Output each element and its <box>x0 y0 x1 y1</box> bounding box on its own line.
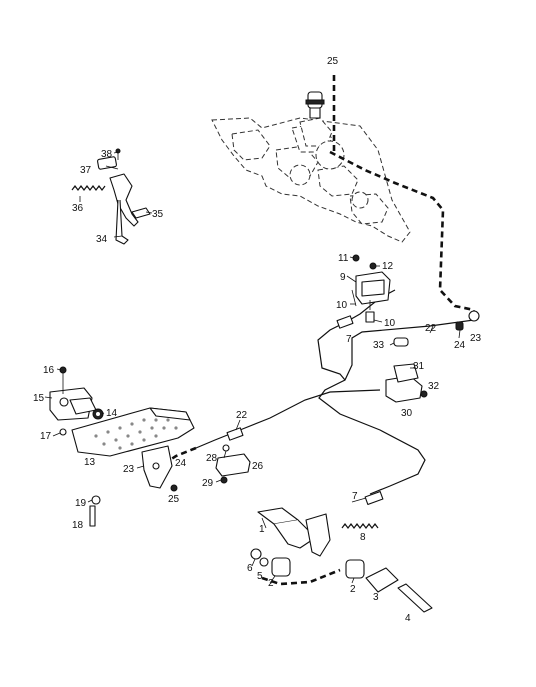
callout-23-lower: 23 <box>123 464 135 475</box>
callout-5: 5 <box>257 571 263 582</box>
callout-32: 32 <box>428 381 440 392</box>
bushing-14 <box>92 408 104 420</box>
callout-4: 4 <box>405 613 411 624</box>
spring-36 <box>71 185 106 191</box>
cable-end-7-lower <box>364 490 384 506</box>
callout-33: 33 <box>373 340 385 351</box>
callout-25-top: 25 <box>327 56 339 67</box>
bracket-26 <box>215 444 251 484</box>
bushing-2-right <box>345 559 365 579</box>
spring-8 <box>341 523 379 529</box>
washer-5-6 <box>250 548 269 567</box>
callout-1: 1 <box>259 524 265 535</box>
callout-22-upper: 22 <box>425 323 437 334</box>
callout-7-lower: 7 <box>352 491 358 502</box>
callout-11: 11 <box>338 253 349 264</box>
callout-labels: 25 38 37 36 35 34 11 12 9 10 10 7 22 24 … <box>33 56 482 624</box>
callout-35: 35 <box>152 209 164 220</box>
callout-16: 16 <box>43 365 55 376</box>
cable-bracket-30 <box>385 337 428 403</box>
callout-9: 9 <box>340 272 346 283</box>
callout-23-upper: 23 <box>470 333 482 344</box>
bushing-2-left <box>271 557 291 577</box>
callout-2-left: 2 <box>268 578 274 589</box>
leader-lines <box>44 151 461 584</box>
upper-speed-cable <box>317 289 396 381</box>
linkage-dashed-bottom <box>261 568 341 586</box>
callout-37: 37 <box>80 165 92 176</box>
callout-2-right: 2 <box>350 584 356 595</box>
callout-22-lower: 22 <box>236 410 248 421</box>
cable-dashed-right <box>329 150 475 312</box>
callout-28: 28 <box>206 453 218 464</box>
callout-17: 17 <box>40 431 52 442</box>
callout-8: 8 <box>360 532 366 543</box>
callout-36: 36 <box>72 203 84 214</box>
callout-13: 13 <box>84 457 96 468</box>
callout-18: 18 <box>72 520 84 531</box>
callout-10-right: 10 <box>384 318 396 329</box>
callout-26: 26 <box>252 461 264 472</box>
footrest-plate-13 <box>71 407 195 457</box>
spacer-3 <box>365 567 399 593</box>
cable-end-22-lower <box>226 427 244 441</box>
shaft-4 <box>397 583 433 613</box>
transaxle-housing <box>211 117 411 243</box>
callout-10-left: 10 <box>336 300 348 311</box>
cable-clamp-right <box>455 310 480 331</box>
callout-6: 6 <box>247 563 253 574</box>
callout-15: 15 <box>33 393 45 404</box>
bypass-valve <box>305 91 325 119</box>
callout-3: 3 <box>373 592 379 603</box>
bracket-15 <box>49 366 97 436</box>
callout-38: 38 <box>101 149 113 160</box>
lift-rod-assembly <box>97 148 151 245</box>
pedal-1 <box>257 507 331 557</box>
pedal-bracket-24 <box>141 445 178 492</box>
callout-7-upper: 7 <box>346 334 352 345</box>
callout-24-upper: 24 <box>454 340 466 351</box>
lower-cable <box>195 389 381 449</box>
callout-12: 12 <box>382 261 394 272</box>
callout-31: 31 <box>413 361 425 372</box>
callout-25-lower: 25 <box>168 494 180 505</box>
callout-29: 29 <box>202 478 214 489</box>
callout-19: 19 <box>75 498 87 509</box>
callout-24-lower: 24 <box>175 458 187 469</box>
callout-14: 14 <box>106 408 118 419</box>
cable-end-7-upper <box>336 315 354 329</box>
callout-34: 34 <box>96 234 108 245</box>
callout-30: 30 <box>401 408 413 419</box>
